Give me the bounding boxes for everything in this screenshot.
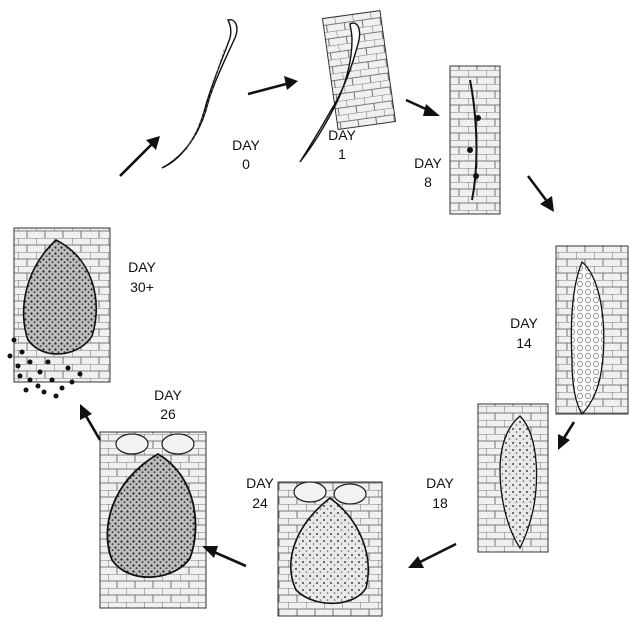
day-label-0: DAY 0: [232, 137, 260, 172]
enlarging-female-day18: [478, 404, 548, 552]
day-label-1-word: DAY: [328, 127, 356, 143]
day-label-30-word: DAY: [128, 259, 156, 275]
day-label-18: DAY 18: [426, 475, 454, 511]
day-label-24-word: DAY: [246, 475, 274, 491]
arrow-14-to-18: [558, 422, 574, 450]
day-label-30-number: 30+: [130, 279, 154, 295]
egg-release-day30: [8, 228, 111, 399]
arrow-1-to-8: [406, 100, 440, 116]
root-segment-day8: [450, 66, 500, 214]
arrow-0-to-1: [248, 76, 298, 94]
day-label-0-word: DAY: [232, 137, 260, 153]
day-label-0-number: 0: [242, 156, 250, 172]
day-label-14-number: 14: [516, 335, 532, 351]
mature-gall-day26: [100, 432, 206, 608]
juvenile-worm-day0: [162, 20, 237, 168]
arrow-26-to-30: [80, 404, 100, 440]
day-label-1: DAY 1: [328, 127, 356, 162]
arrow-24-to-26: [202, 546, 246, 566]
gall-day24: [278, 482, 382, 616]
arrow-8-to-14: [528, 176, 554, 212]
day-label-26: DAY 26: [154, 387, 182, 422]
day-label-8-word: DAY: [414, 155, 442, 171]
day-label-14: DAY 14: [510, 315, 538, 351]
day-label-8: DAY 8: [414, 155, 442, 190]
day-label-18-number: 18: [432, 495, 448, 511]
day-label-30: DAY 30+: [128, 259, 156, 295]
day-label-24-number: 24: [252, 495, 268, 511]
day-label-26-number: 26: [160, 406, 176, 422]
arrow-30-to-0: [120, 136, 160, 176]
day-label-1-number: 1: [338, 146, 346, 162]
day-label-24: DAY 24: [246, 475, 274, 511]
swelling-female-day14: [556, 246, 628, 414]
day-label-14-word: DAY: [510, 315, 538, 331]
arrow-18-to-24: [408, 544, 456, 568]
day-label-26-word: DAY: [154, 387, 182, 403]
day-label-8-number: 8: [424, 174, 432, 190]
day-label-18-word: DAY: [426, 475, 454, 491]
